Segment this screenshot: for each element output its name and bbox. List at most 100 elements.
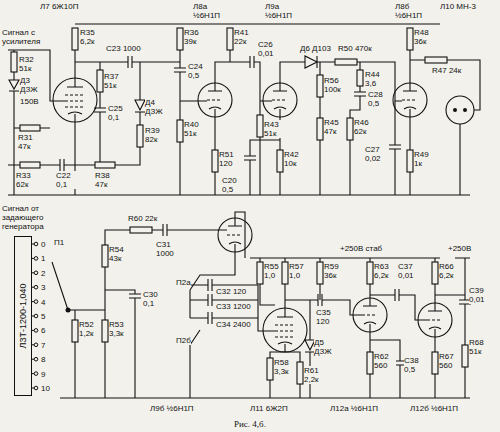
component-label: C37 0,01 [398, 262, 420, 280]
figure-caption: Рис. 4,б. [234, 419, 266, 429]
component-label: R46 62к [354, 118, 376, 136]
component-label: R51 120 [219, 150, 241, 168]
pin-number: 3 [41, 283, 45, 292]
pin-number: 1 [41, 254, 45, 263]
pin-number: 5 [41, 312, 45, 321]
component-label: R39 82к [145, 126, 167, 144]
component-label: Д6 Д103 [300, 44, 331, 53]
component-label: R42 10к [284, 150, 306, 168]
component-label: C35 120 [316, 308, 338, 326]
component-label: R66 6,2к [439, 262, 461, 280]
component-label: R63 6,2к [374, 262, 396, 280]
component-label: R35 6,2к [80, 28, 102, 46]
component-label: R37 51к [104, 72, 126, 90]
component-label: R38 47к [95, 171, 117, 189]
component-label: Л12б ½6Н1П [410, 404, 458, 413]
component-label: R33 62к [16, 171, 38, 189]
switch-contact [34, 257, 38, 261]
pin-number: 6 [41, 326, 45, 335]
component-label: Д5 ДЗЖ [314, 338, 336, 356]
component-label: R57 1,0 [289, 262, 307, 280]
component-label: R36 39к [184, 28, 206, 46]
component-label: C25 0,1 [108, 104, 130, 122]
component-label: R59 36к [324, 262, 346, 280]
component-label: C26 0,01 [258, 40, 280, 58]
component-label: R47 24к [432, 66, 461, 75]
component-label: Л7 6Ж10П [40, 2, 78, 11]
pin-number: 10 [41, 384, 50, 393]
component-label: П1 [54, 238, 64, 247]
component-label: C32 120 [216, 287, 246, 296]
pin-number: 8 [41, 355, 45, 364]
component-label: R45 47к [324, 118, 346, 136]
component-label: Л11 6Ж2П [250, 404, 288, 413]
component-label: Д3 ДЗЖ [20, 76, 42, 94]
component-label: R62 560 [374, 352, 396, 370]
switch-contact [34, 343, 38, 347]
component-label: Л12а ½6Н1П [330, 404, 378, 413]
switch-contact [34, 300, 38, 304]
switch-contact [34, 357, 38, 361]
switch-contact [34, 271, 38, 275]
pin-number: 9 [41, 370, 45, 379]
component-label: C34 2400 [216, 320, 251, 329]
pin-number: 7 [41, 341, 45, 350]
component-label: 150В [20, 97, 39, 106]
component-label: C24 0,5 [188, 62, 210, 80]
wires [8, 24, 480, 398]
component-label: Л9а ½6Н1П [265, 2, 295, 20]
component-label: R60 22к [128, 214, 157, 223]
component-label: R48 36к [414, 28, 436, 46]
component-label: R52 1,2к [79, 320, 101, 338]
component-label: R67 560 [439, 352, 461, 370]
component-label: R41 22к [234, 28, 256, 46]
component-label: Л8б ½6Н1П [395, 2, 425, 20]
component-label: +250В [448, 244, 471, 253]
switch-contact [34, 242, 38, 246]
switch-contact [34, 386, 38, 390]
delay-line-box: ЛЗТ-1200-1,040 [14, 236, 32, 396]
component-label: R61 2,2к [304, 366, 326, 384]
component-label: C38 0,5 [404, 356, 426, 374]
component-label: C28 0,5 [368, 90, 384, 108]
component-label: R31 47к [18, 133, 40, 151]
component-label: Сигнал от задающего генератора [2, 204, 70, 231]
switch-contact [34, 372, 38, 376]
component-label: П2а [176, 278, 191, 287]
component-label: C33 1200 [216, 302, 251, 311]
pin-number: 4 [41, 298, 45, 307]
component-label: R50 470к [338, 44, 372, 53]
switch-contact [34, 285, 38, 289]
component-label: C30 0,1 [143, 290, 165, 308]
tube-symbols [53, 78, 474, 352]
pin-number: 2 [41, 269, 45, 278]
component-label: C39 0,01 [469, 286, 491, 304]
resistor-symbols [11, 28, 468, 384]
pin-number: 0 [41, 240, 45, 249]
component-label: Л8а ½6Н1П [193, 2, 223, 20]
component-label: R43 51к [264, 120, 286, 138]
component-label: Л9б ½6Н1П [150, 404, 194, 413]
component-label: R58 3,3к [274, 358, 296, 376]
component-label: +250В стаб [340, 244, 382, 253]
component-label: Л10 МН-3 [440, 2, 476, 11]
component-label: R32 51к [19, 55, 41, 73]
component-label: C31 1000 [156, 240, 178, 258]
component-label: C27 0,02 [365, 145, 387, 163]
component-label: R40 51к [184, 120, 206, 138]
component-label: R53 3,3к [109, 320, 131, 338]
box-text: ЛЗТ-1200-1,040 [18, 283, 28, 348]
component-label: C20 0,5 [222, 176, 244, 194]
component-label: C22 0,1 [56, 171, 78, 189]
component-label: Сигнал с усилителя [2, 28, 52, 46]
component-label: R68 51к [469, 338, 491, 356]
component-label: C23 1000 [106, 44, 141, 53]
switch-contacts [32, 242, 38, 390]
component-label: Д4 ДЗЖ [145, 98, 167, 116]
component-label: R54 43к [109, 245, 131, 263]
component-label: R44 3,6 [365, 70, 381, 88]
component-label: П2б [176, 336, 191, 345]
component-label: R55 1,0 [264, 262, 280, 280]
switch-contact [34, 314, 38, 318]
component-label: R56 100к [324, 76, 346, 94]
